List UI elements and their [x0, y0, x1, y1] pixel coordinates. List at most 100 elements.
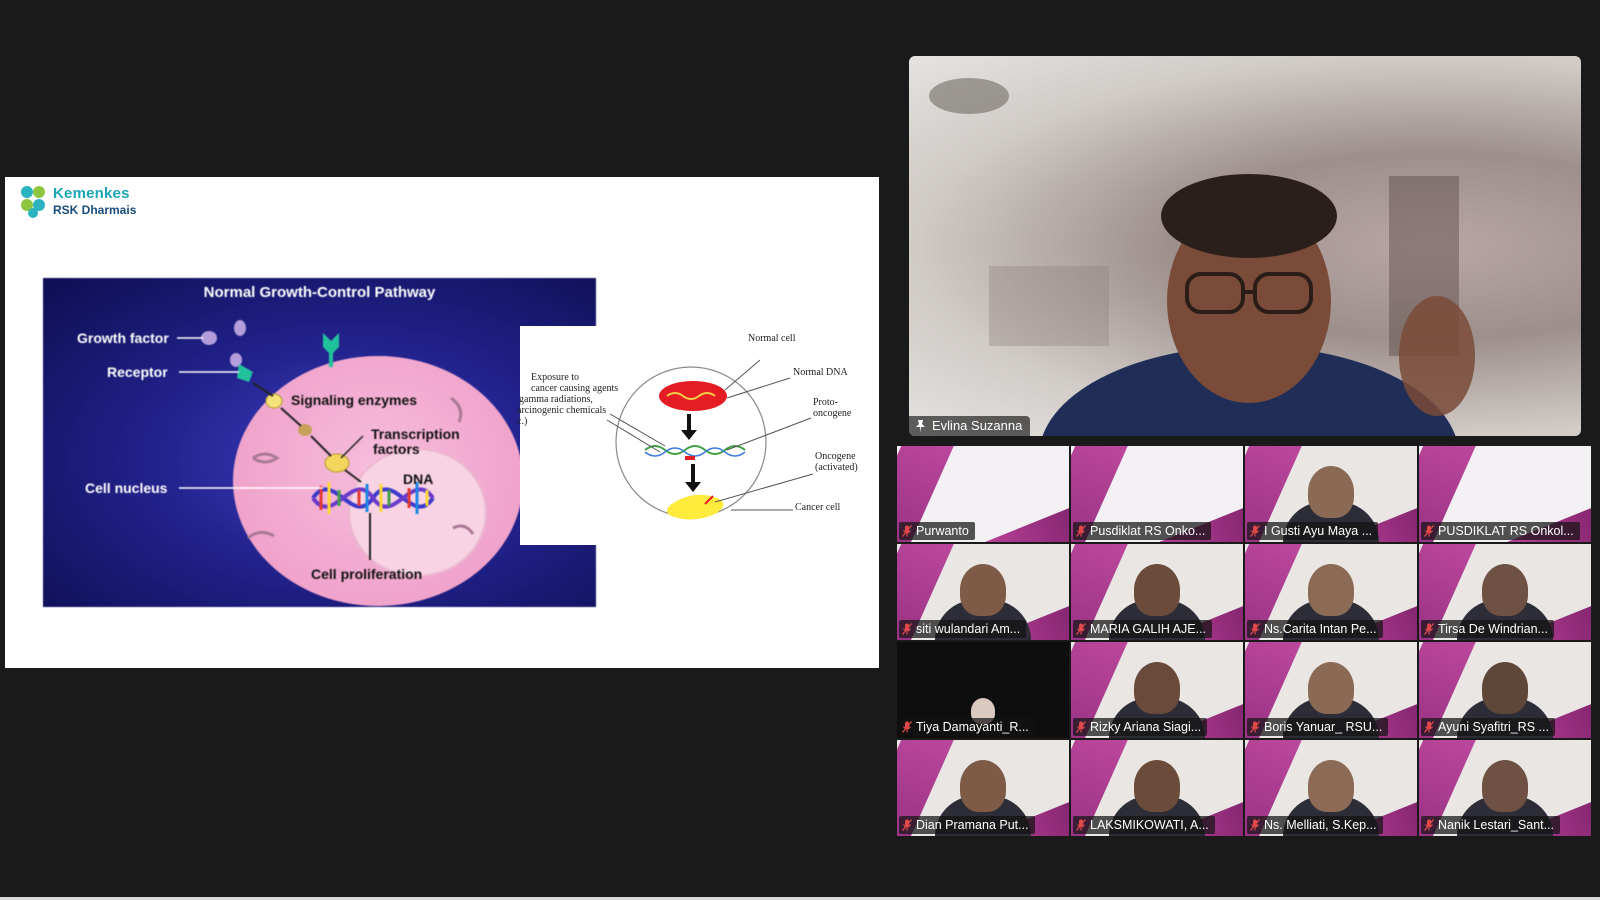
- participant-face: [960, 564, 1006, 616]
- participant-name-tag: Dian Pramana Put...: [899, 816, 1035, 834]
- label-cell-nucleus: Cell nucleus: [85, 480, 168, 496]
- participant-name-tag: PUSDIKLAT RS Onkol...: [1421, 522, 1580, 540]
- participant-name-tag: I Gusti Ayu Maya ...: [1247, 522, 1379, 540]
- participant-tile[interactable]: I Gusti Ayu Maya ...: [1245, 446, 1417, 542]
- participant-name: I Gusti Ayu Maya ...: [1264, 524, 1373, 538]
- mic-muted-icon: [902, 819, 912, 831]
- oncogene-diagram-graphics: [606, 359, 814, 520]
- participant-tile[interactable]: Boris Yanuar_ RSU...: [1245, 642, 1417, 738]
- mic-muted-icon: [1076, 819, 1086, 831]
- participant-name: Pusdiklat RS Onko...: [1090, 524, 1206, 538]
- participant-name-tag: Tiya Damayanti_R...: [899, 718, 1035, 736]
- participant-tile[interactable]: LAKSMIKOWATI, A...: [1071, 740, 1243, 836]
- oncogene-diagram: Normal cell Normal DNA Proto- oncogene O…: [515, 322, 875, 552]
- participant-face: [1482, 564, 1528, 616]
- participant-tile[interactable]: Pusdiklat RS Onko...: [1071, 446, 1243, 542]
- pathway-notch: [520, 326, 602, 545]
- pathway-graphics: [177, 320, 475, 560]
- participant-name: Tiya Damayanti_R...: [916, 720, 1029, 734]
- kemenkes-logo: Kemenkes RSK Dharmais: [17, 183, 157, 221]
- participant-face: [1308, 564, 1354, 616]
- participant-name: Tirsa De Windrian...: [1438, 622, 1548, 636]
- label-growth-factor: Growth factor: [77, 330, 169, 346]
- participant-name: Dian Pramana Put...: [916, 818, 1029, 832]
- speaker-name-tag: Evlina Suzanna: [909, 416, 1031, 436]
- kemenkes-logo-icon: [21, 186, 45, 218]
- participant-face: [1134, 564, 1180, 616]
- label-exposure-5: c.): [517, 416, 528, 427]
- label-signaling-enzymes: Signaling enzymes: [291, 392, 418, 408]
- label-cancer-cell: Cancer cell: [795, 502, 841, 513]
- participant-name-tag: siti wulandari Am...: [899, 620, 1027, 638]
- label-oncogene: Oncogene: [815, 451, 856, 462]
- mic-muted-icon: [1250, 721, 1260, 733]
- bottom-edge-bar: [0, 897, 1600, 900]
- participant-tile[interactable]: Tiya Damayanti_R...: [897, 642, 1069, 738]
- participant-tile[interactable]: siti wulandari Am...: [897, 544, 1069, 640]
- participant-face: [960, 760, 1006, 812]
- participant-face: [1308, 466, 1354, 518]
- participant-name: PUSDIKLAT RS Onkol...: [1438, 524, 1574, 538]
- participant-name-tag: Ns.Carita Intan Pe...: [1247, 620, 1383, 638]
- participant-face: [1482, 662, 1528, 714]
- participant-name-tag: LAKSMIKOWATI, A...: [1073, 816, 1215, 834]
- label-exposure-3: gamma radiations,: [519, 394, 593, 405]
- participant-tile[interactable]: MARIA GALIH AJE...: [1071, 544, 1243, 640]
- pathway-title: Normal Growth-Control Pathway: [203, 284, 436, 301]
- participant-name: Purwanto: [916, 524, 969, 538]
- logo-title: Kemenkes: [53, 185, 130, 202]
- speaker-name: Evlina Suzanna: [932, 418, 1023, 433]
- mic-muted-icon: [902, 721, 912, 733]
- label-normal-cell: Normal cell: [748, 333, 796, 344]
- participant-face: [1308, 760, 1354, 812]
- participant-tile[interactable]: Dian Pramana Put...: [897, 740, 1069, 836]
- label-factors: factors: [373, 441, 420, 457]
- label-exposure-2: cancer causing agents: [531, 383, 619, 394]
- participant-tile[interactable]: Ns.Carita Intan Pe...: [1245, 544, 1417, 640]
- label-exposure-4: arcinogenic chemicals: [517, 405, 607, 416]
- participant-name-tag: MARIA GALIH AJE...: [1073, 620, 1213, 638]
- mic-muted-icon: [1076, 525, 1086, 537]
- label-cell-proliferation: Cell proliferation: [311, 566, 423, 582]
- pin-icon: [916, 419, 925, 433]
- participant-tile[interactable]: Ns. Melliati, S.Kep...: [1245, 740, 1417, 836]
- label-exposure-1: Exposure to: [531, 372, 580, 383]
- label-receptor: Receptor: [107, 364, 168, 380]
- participant-tile[interactable]: Tirsa De Windrian...: [1419, 544, 1591, 640]
- label-oncogene-proto: oncogene: [813, 408, 852, 419]
- label-normal-dna: Normal DNA: [793, 367, 848, 378]
- mic-muted-icon: [1250, 623, 1260, 635]
- participant-tile[interactable]: Purwanto: [897, 446, 1069, 542]
- participant-tile[interactable]: Rizky Ariana Siagi...: [1071, 642, 1243, 738]
- active-speaker-video[interactable]: Evlina Suzanna: [909, 56, 1581, 436]
- shared-slide: Kemenkes RSK Dharmais Normal Growth-Cont…: [5, 177, 879, 668]
- participant-tile[interactable]: Nanik Lestari_Sant...: [1419, 740, 1591, 836]
- mic-muted-icon: [1424, 525, 1434, 537]
- participant-name-tag: Nanik Lestari_Sant...: [1421, 816, 1561, 834]
- mic-muted-icon: [1076, 721, 1086, 733]
- participant-tile[interactable]: PUSDIKLAT RS Onkol...: [1419, 446, 1591, 542]
- mic-muted-icon: [1424, 819, 1434, 831]
- participant-name-tag: Purwanto: [899, 522, 975, 540]
- participant-name: MARIA GALIH AJE...: [1090, 622, 1207, 636]
- participant-name-tag: Rizky Ariana Siagi...: [1073, 718, 1208, 736]
- participant-name-tag: Pusdiklat RS Onko...: [1073, 522, 1212, 540]
- participant-name-tag: Boris Yanuar_ RSU...: [1247, 718, 1389, 736]
- mic-muted-icon: [902, 525, 912, 537]
- label-dna: DNA: [403, 471, 434, 487]
- participant-name-tag: Ayuni Syafitri_RS ...: [1421, 718, 1555, 736]
- mic-muted-icon: [1250, 525, 1260, 537]
- participant-name: Ns.Carita Intan Pe...: [1264, 622, 1377, 636]
- label-activated: (activated): [815, 462, 858, 473]
- speaker-video-frame: [929, 78, 1475, 436]
- logo-subtitle: RSK Dharmais: [53, 203, 137, 217]
- label-transcription: Transcription: [371, 426, 460, 442]
- participant-name: Ayuni Syafitri_RS ...: [1438, 720, 1549, 734]
- participant-face: [1482, 760, 1528, 812]
- participant-tile[interactable]: Ayuni Syafitri_RS ...: [1419, 642, 1591, 738]
- participant-name: Rizky Ariana Siagi...: [1090, 720, 1202, 734]
- growth-control-pathway-figure: Normal Growth-Control Pathway: [43, 278, 596, 607]
- participant-face: [1134, 760, 1180, 812]
- mic-muted-icon: [1250, 819, 1260, 831]
- participant-name: Ns. Melliati, S.Kep...: [1264, 818, 1377, 832]
